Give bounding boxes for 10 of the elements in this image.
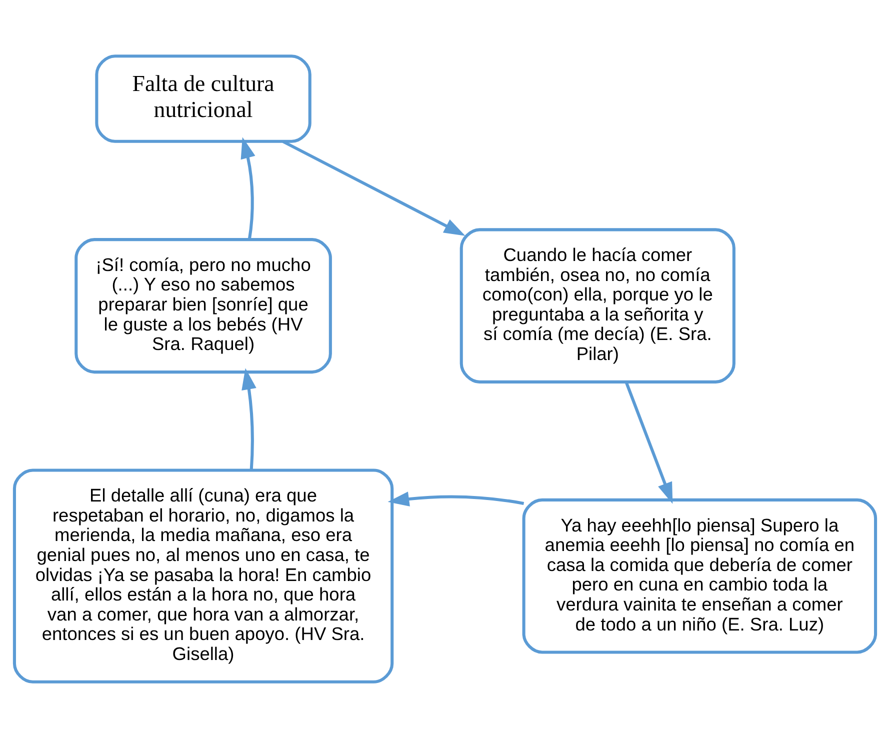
- node-box: Cuando le hacía comer también, osea no, no comía como(con) ella, porque yo le preguntaba a la señorita y sí comía (me decía) (E. Sra. Pilar): [460, 228, 736, 384]
- arrow: [388, 492, 524, 506]
- arrow: [242, 368, 256, 470]
- node-box: ¡Sí! comía, pero no mucho (...) Y eso no sabemos preparar bien [sonríe] que le guste a los bebés (HV Sra. Raquel): [74, 238, 332, 374]
- node-box: El detalle allí (cuna) era que respetaban el horario, no, digamos la merienda, la media mañana, eso era genial pues no, al menos uno en casa, te olvidas ¡Ya se pasaba la hora! En cambio allí, ellos están a la hora no, que hora van a comer, que hora van a almorzar, entonces si es un buen apoyo. (HV Sra. Gisella): [12, 468, 394, 684]
- arrow: [282, 140, 466, 236]
- node-box: Falta de cultura nutricional: [95, 54, 312, 143]
- arrow: [240, 137, 256, 240]
- node-box: Ya hay eeehh[lo piensa] Supero la anemia eeehh [lo piensa] no comía en casa la comida que debería de comer pero en cuna en cambio toda la verdura vainita te enseñan a comer de todo a un niño (E. Sra. Luz): [522, 498, 878, 654]
- arrow: [624, 382, 673, 504]
